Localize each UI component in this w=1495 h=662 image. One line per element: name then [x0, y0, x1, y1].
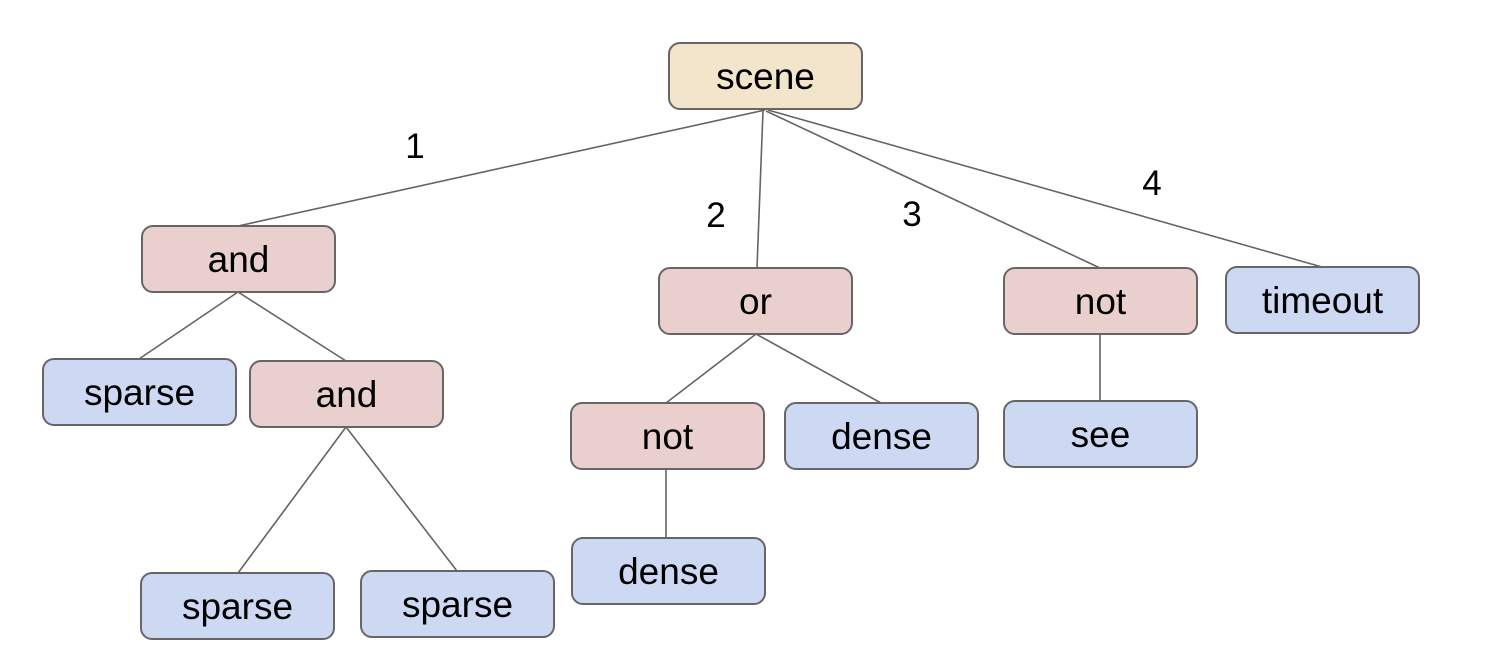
node-sparse-3: sparse: [360, 570, 555, 638]
node-timeout-label: timeout: [1261, 279, 1384, 321]
node-not-2: not: [570, 402, 765, 470]
edge-label-1: 1: [405, 127, 425, 166]
node-sparse-1: sparse: [42, 358, 237, 426]
node-and-2: and: [249, 360, 444, 428]
node-sparse-2: sparse: [140, 572, 335, 640]
node-timeout: timeout: [1225, 266, 1420, 334]
edge-scene-or: [756, 110, 764, 269]
edge-and2-sparse2: [237, 426, 347, 574]
node-sparse-2-label: sparse: [181, 585, 294, 627]
edge-or-dense: [755, 333, 882, 404]
node-and-1-label: and: [207, 238, 270, 280]
node-scene: scene: [668, 42, 863, 110]
node-sparse-1-label: sparse: [83, 371, 196, 413]
node-and-1: and: [141, 225, 336, 293]
node-or: or: [658, 267, 853, 335]
edge-label-3: 3: [902, 195, 922, 234]
node-scene-label: scene: [716, 55, 815, 97]
node-and-2-label: and: [315, 373, 378, 415]
node-dense-2: dense: [571, 537, 766, 605]
node-not-2-label: not: [641, 415, 694, 457]
edge-label-2: 2: [706, 196, 726, 235]
edge-and2-sparse3: [345, 426, 458, 572]
edge-and-sparse: [138, 291, 239, 360]
node-dense-2-label: dense: [618, 550, 719, 592]
node-dense-1: dense: [784, 402, 979, 470]
edge-or-not2: [665, 333, 757, 404]
edge-scene-and: [237, 109, 766, 227]
node-see-label: see: [1070, 413, 1131, 455]
edge-label-4: 4: [1142, 164, 1162, 203]
edge-scene-timeout: [767, 109, 1323, 268]
node-not-1-label: not: [1074, 280, 1127, 322]
node-sparse-3-label: sparse: [401, 583, 514, 625]
node-dense-1-label: dense: [831, 415, 932, 457]
node-see: see: [1003, 400, 1198, 468]
node-not-1: not: [1003, 267, 1198, 335]
edge-and-and2: [237, 291, 347, 362]
node-or-label: or: [739, 280, 772, 322]
edge-scene-not: [765, 110, 1101, 269]
